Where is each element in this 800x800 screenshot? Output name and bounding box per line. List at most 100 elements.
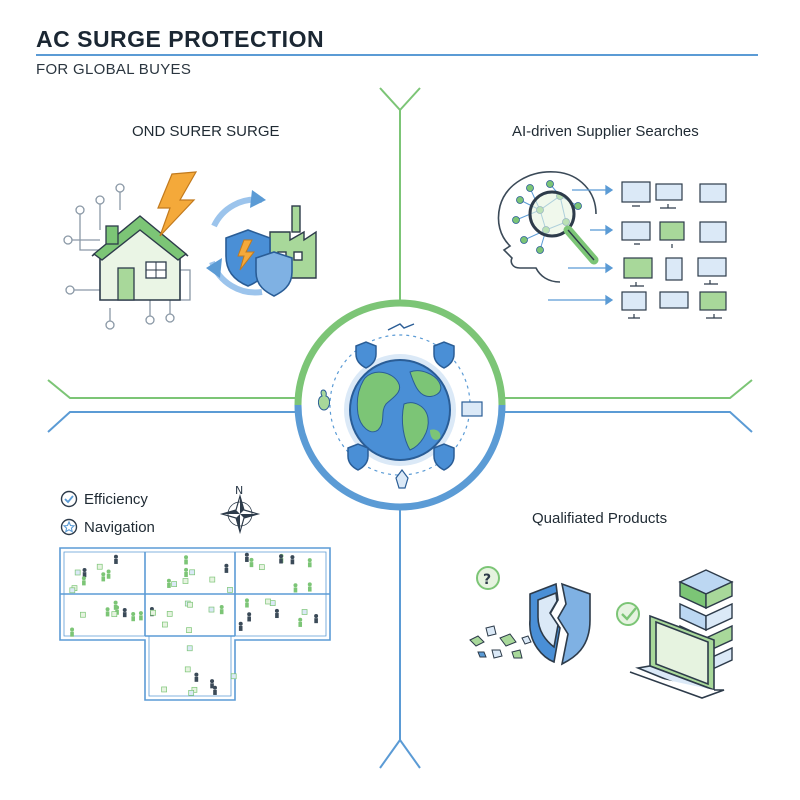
server-icon: [659, 291, 689, 309]
question-icon: ?: [476, 566, 500, 590]
person-icon: [212, 685, 217, 695]
bottom-right-label: Qualifiated Products: [532, 510, 668, 527]
svg-text:?: ?: [483, 572, 491, 588]
box-icon: [189, 569, 196, 576]
person-icon: [184, 567, 189, 578]
monitor-icon: [621, 291, 647, 311]
person-icon: [184, 555, 189, 565]
person-icon: [70, 627, 75, 637]
person-icon: [274, 608, 279, 619]
compass-icon: N: [219, 484, 261, 535]
check-badge-icon: [616, 602, 640, 626]
legend-navigation: Navigation: [60, 518, 155, 536]
person-icon: [314, 613, 319, 624]
monitor-icon: [655, 183, 683, 201]
monitor-icon: [697, 257, 727, 277]
box-icon: [111, 611, 118, 618]
box-icon: [258, 564, 265, 571]
box-icon: [150, 609, 156, 616]
box-icon: [161, 686, 167, 693]
page-title: AC SURGE PROTECTION: [36, 26, 325, 52]
head-icon: [497, 171, 597, 283]
person-icon: [298, 617, 303, 627]
check-circle-icon: [60, 490, 78, 508]
box-icon: [191, 686, 198, 693]
box-icon: [186, 627, 192, 634]
page-subtitle: FOR GLOBAL BUYES: [36, 61, 192, 78]
shield-icon: [225, 229, 293, 297]
title-divider: [36, 54, 758, 56]
box-icon: [162, 621, 168, 628]
person-icon: [238, 621, 243, 631]
box-icon: [230, 673, 237, 680]
cracked-shield-icon: [529, 582, 591, 666]
person-icon: [279, 554, 284, 564]
person-icon: [138, 611, 143, 621]
person-icon: [166, 578, 171, 588]
person-icon: [307, 558, 312, 568]
person-icon: [247, 612, 252, 622]
legend-efficiency: Efficiency: [60, 490, 148, 508]
person-icon: [81, 576, 86, 586]
box-icon: [166, 611, 173, 617]
monitor-icon: [659, 221, 685, 241]
monitor-icon: [699, 291, 727, 311]
person-icon: [249, 557, 254, 568]
person-icon: [244, 598, 249, 608]
legend-efficiency-label: Efficiency: [84, 490, 148, 508]
star-badge-icon: [60, 518, 78, 536]
person-icon: [219, 604, 224, 615]
top-left-label: OND SURER SURGE: [132, 123, 280, 140]
person-icon: [106, 569, 111, 579]
house-icon: [91, 215, 189, 301]
person-icon: [224, 563, 229, 573]
box-icon: [227, 587, 233, 593]
person-icon: [131, 612, 136, 622]
person-icon: [113, 554, 118, 564]
box-icon: [187, 601, 193, 608]
box-icon: [96, 563, 103, 570]
box-icon: [265, 598, 271, 605]
person-icon: [293, 583, 298, 593]
person-icon: [82, 567, 87, 578]
factory-icon: [699, 221, 727, 243]
box-icon: [171, 581, 177, 587]
monitor-icon: [623, 257, 653, 279]
box-icon: [74, 569, 81, 576]
box-icon: [188, 690, 195, 696]
person-icon: [210, 679, 215, 689]
box-icon: [301, 609, 308, 615]
magnifier-icon: [528, 190, 599, 265]
factory-icon: [699, 183, 727, 203]
laptop-icon: [629, 614, 725, 699]
box-icon: [209, 576, 216, 583]
box-icon: [184, 666, 191, 673]
top-right-label: AI-driven Supplier Searches: [512, 123, 699, 140]
laptop-icon: [621, 221, 651, 241]
box-icon: [80, 611, 86, 618]
box-icon: [69, 587, 76, 594]
phone-icon: [665, 257, 683, 281]
person-icon: [290, 555, 295, 565]
person-icon: [101, 572, 106, 582]
person-icon: [122, 607, 127, 618]
lightning-icon: [157, 171, 198, 237]
box-icon: [208, 606, 215, 613]
server-stack-icon: [678, 569, 734, 674]
person-icon: [307, 582, 312, 592]
person-icon: [113, 600, 118, 610]
compass-north-label: N: [235, 484, 243, 497]
box-icon: [182, 578, 189, 584]
person-icon: [105, 607, 110, 617]
person-icon: [244, 552, 249, 562]
box-icon: [186, 645, 193, 652]
person-icon: [194, 672, 199, 682]
legend-navigation-label: Navigation: [84, 518, 155, 536]
server-icon: [621, 181, 651, 203]
